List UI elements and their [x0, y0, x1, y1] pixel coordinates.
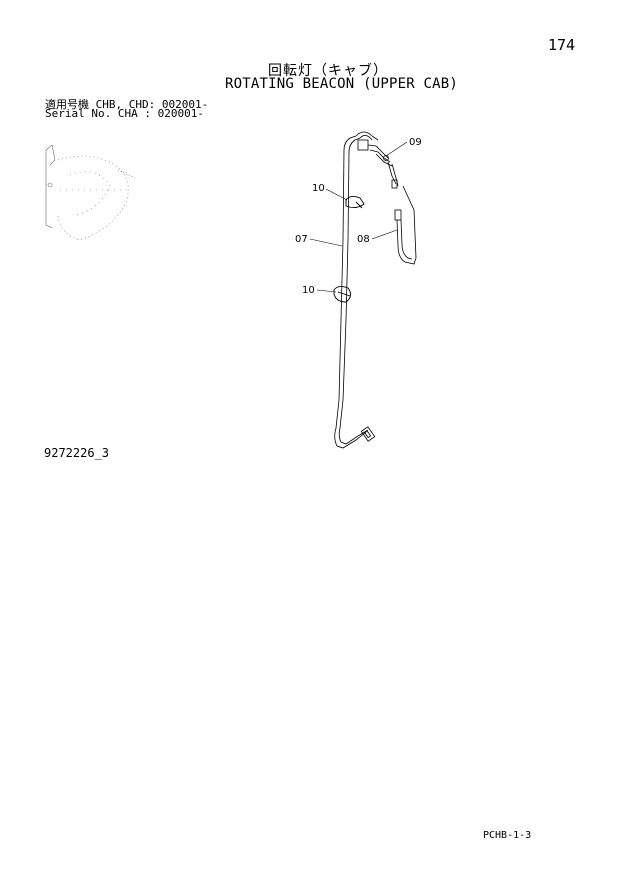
serial-applicability-line-1: 適用号機 CHB, CHD: 002001- [45, 98, 209, 111]
serial-applicability-line-2: Serial No. CHA : 020001- [45, 107, 204, 120]
page-number: 174 [548, 36, 576, 54]
machine-locator-thumbnail [45, 144, 136, 241]
callout-10-lower: 10 [302, 285, 315, 296]
callout-10-upper: 10 [312, 183, 325, 194]
page-title-english: ROTATING BEACON (UPPER CAB) [225, 76, 458, 92]
callout-07: 07 [295, 234, 308, 245]
drawing-id: 9272226_3 [44, 446, 110, 460]
leader-lines [309, 141, 408, 293]
harness-07 [334, 131, 379, 449]
harness-08 [394, 185, 417, 265]
clamp-10-lower [333, 285, 351, 303]
page-title-japanese: 回転灯（キャブ） [268, 63, 388, 79]
clamp-10-upper [345, 195, 365, 209]
upper-connector-cluster [357, 139, 399, 189]
callout-09: 09 [409, 137, 422, 148]
callout-08: 08 [357, 234, 370, 245]
footer-code: PCHB-1-3 [483, 830, 532, 841]
